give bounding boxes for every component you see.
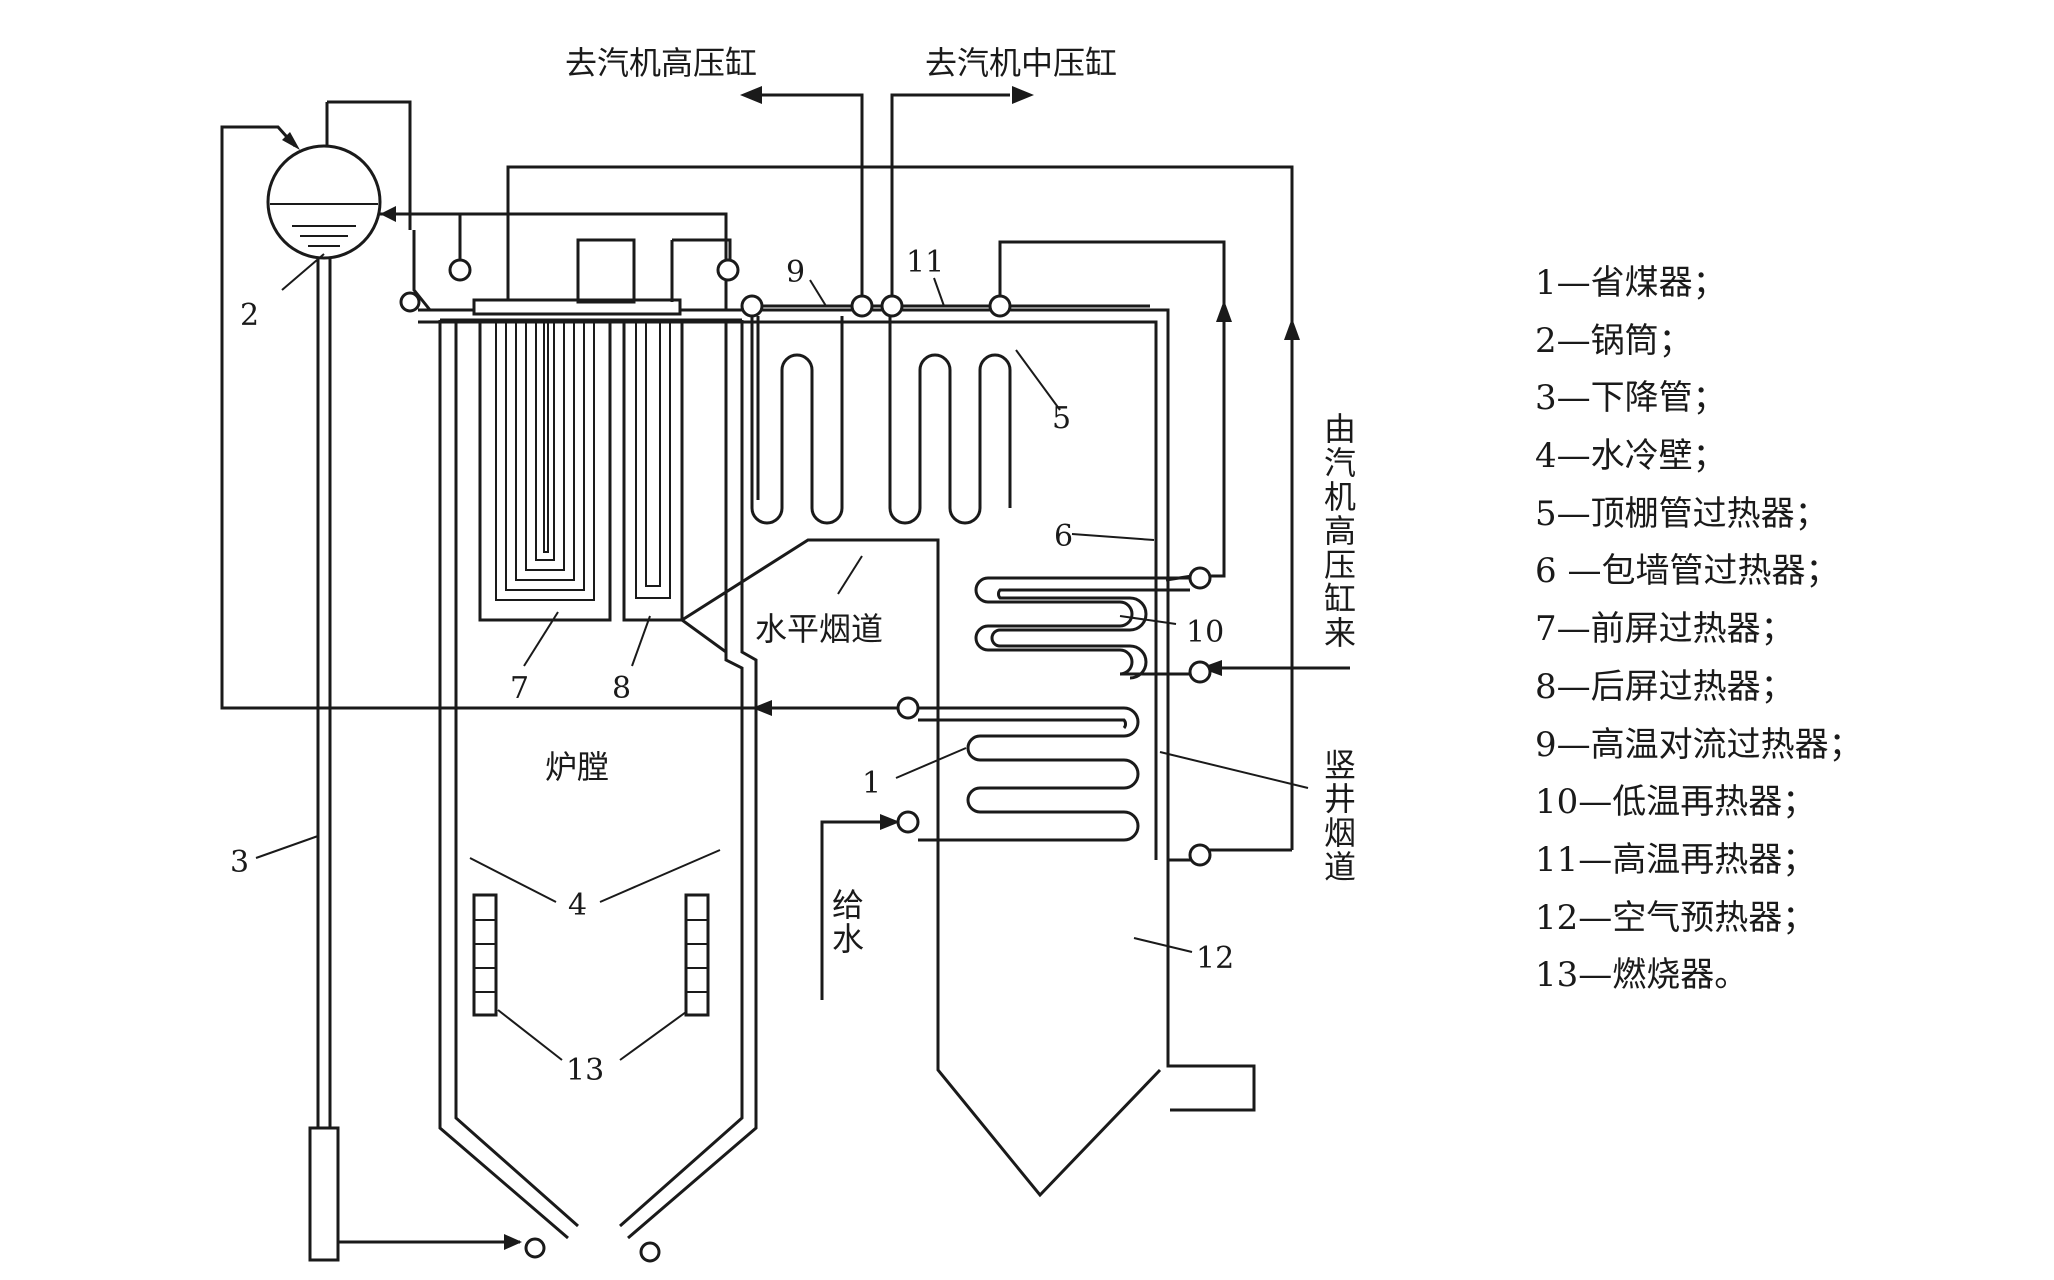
callout-drum: 2	[240, 298, 259, 333]
callout-lt-reheater: 10	[1186, 615, 1224, 650]
burners	[472, 893, 710, 1017]
legend-item: 6 —包墙管过热器；	[1535, 551, 1840, 592]
steam-to-turbine	[506, 86, 1300, 850]
callout-air-preheater: 12	[1196, 941, 1234, 976]
legend-item: 2—锅筒；	[1535, 320, 1693, 361]
label-from-hp-cylinder: 由汽机高压缸来	[1319, 412, 1357, 650]
label-vertical-shaft: 竖井烟道	[1319, 748, 1357, 884]
label-horizontal-flue: 水平烟道	[755, 610, 883, 648]
drum	[266, 100, 412, 260]
front-platen-superheater	[472, 238, 682, 622]
legend-item: 8—后屏过热器；	[1535, 666, 1795, 707]
legend-item: 13—燃烧器。	[1535, 955, 1749, 996]
legend-item: 10—低温再热器；	[1535, 782, 1817, 823]
legend-item: 11—高温再热器；	[1535, 839, 1817, 880]
callout-ht-reheater: 11	[906, 245, 944, 280]
label-feedwater: 给水	[827, 888, 865, 956]
downcomer	[308, 258, 546, 1262]
callout-ht-convection-sh: 9	[786, 255, 805, 290]
vertical-shaft	[1154, 300, 1292, 1112]
callout-economizer: 1	[862, 766, 881, 801]
legend-item: 4—水冷壁；	[1535, 436, 1727, 477]
ht-convection-superheater	[740, 294, 1150, 525]
legend-item: 3—下降管；	[1535, 378, 1727, 419]
economizer-outlet-header	[896, 696, 920, 720]
callout-wall-superheater: 6	[1054, 519, 1073, 554]
legend-item: 5—顶棚管过热器；	[1535, 493, 1829, 534]
legend-item: 12—空气预热器；	[1535, 897, 1817, 938]
legend-item: 9—高温对流过热器；	[1535, 724, 1863, 765]
legend-item: 7—前屏过热器；	[1535, 609, 1795, 650]
callout-roof-superheater: 5	[1052, 401, 1071, 436]
label-to-hp-cylinder: 去汽机高压缸	[565, 44, 757, 82]
callout-rear-platen: 8	[612, 671, 631, 706]
legend: 1—省煤器； 2—锅筒； 3—下降管； 4—水冷壁； 5—顶棚管过热器； 6 —…	[1535, 255, 1863, 1005]
legend-item: 1—省煤器；	[1535, 263, 1727, 303]
callout-downcomer: 3	[230, 845, 249, 880]
label-furnace: 炉膛	[545, 748, 609, 786]
leader-lines	[255, 253, 1309, 1061]
rear-platen-superheater	[622, 238, 740, 622]
furnace-water-wall	[438, 318, 758, 1263]
ht-reheater	[888, 240, 1226, 525]
lt-reheater	[974, 576, 1350, 684]
economizer	[820, 706, 1140, 1000]
callout-water-wall: 4	[568, 888, 587, 923]
label-to-ip-cylinder: 去汽机中压缸	[925, 44, 1117, 82]
callout-burner: 13	[566, 1053, 604, 1088]
callout-front-platen: 7	[510, 671, 529, 706]
